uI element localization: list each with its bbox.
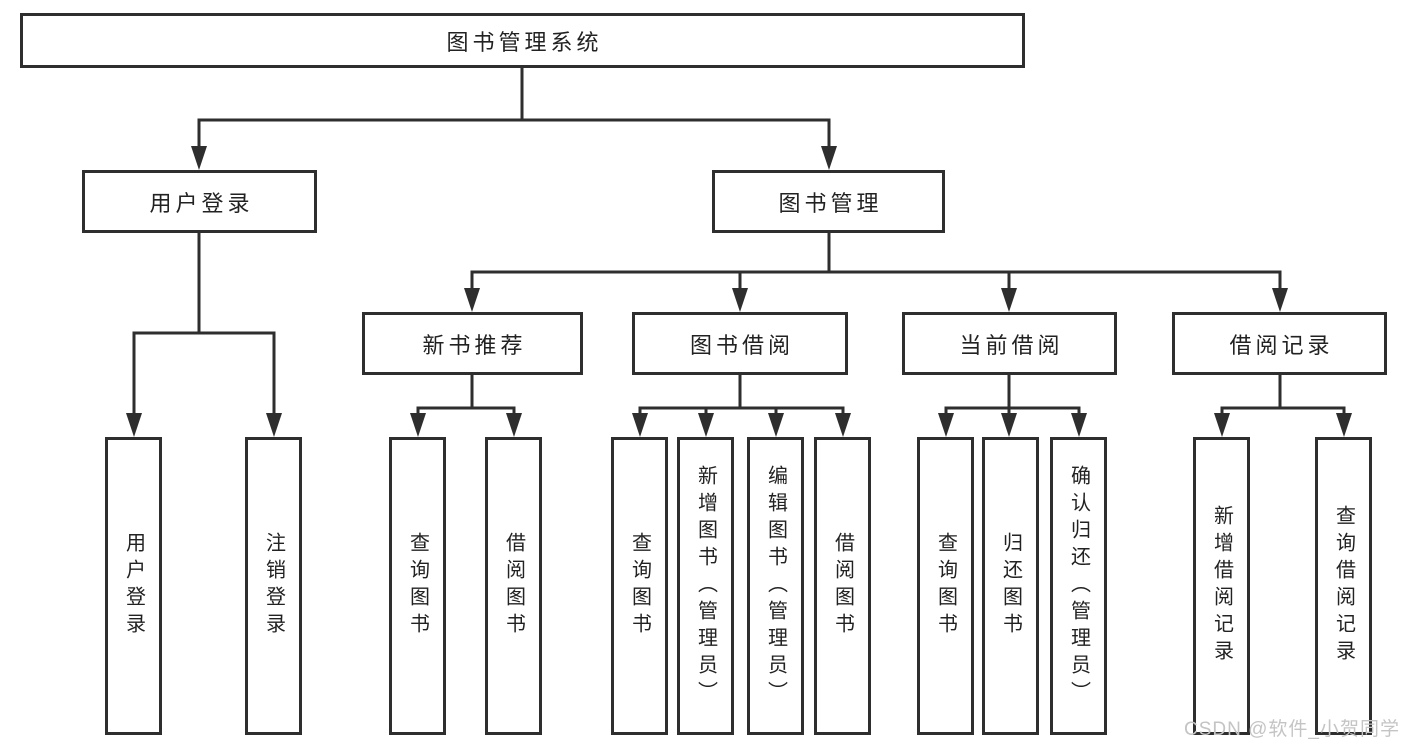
leaf-label: 归还图书 bbox=[999, 532, 1022, 640]
arrowhead bbox=[698, 413, 714, 437]
leaf-label: 注销登录 bbox=[262, 532, 285, 640]
arrowhead bbox=[821, 146, 837, 170]
leaf-add-borrow-record: 新增借阅记录 bbox=[1193, 437, 1250, 735]
arrowhead bbox=[126, 413, 142, 437]
leaf-label: 借阅图书 bbox=[502, 532, 525, 640]
leaf-edit-book-admin: 编辑图书（管理员） bbox=[747, 437, 804, 735]
node-label: 当前借阅 bbox=[959, 332, 1064, 358]
csdn-watermark: CSDN @软件_小贺同学 bbox=[1184, 719, 1400, 740]
leaf-add-book-admin: 新增图书（管理员） bbox=[677, 437, 734, 735]
leaf-borrow-books-borrow: 借阅图书 bbox=[814, 437, 871, 735]
connector-new-book-recommend-to-leaves bbox=[410, 375, 522, 437]
leaf-label: 新增借阅记录 bbox=[1210, 505, 1233, 667]
arrowhead bbox=[1336, 413, 1352, 437]
arrowhead bbox=[1272, 288, 1288, 312]
arrowhead bbox=[1001, 288, 1017, 312]
node-label: 新书推荐 bbox=[422, 332, 527, 358]
leaf-query-books-current: 查询图书 bbox=[917, 437, 974, 735]
leaf-label: 用户登录 bbox=[122, 532, 145, 640]
node-user-login: 用户登录 bbox=[82, 170, 317, 233]
arrowhead bbox=[266, 413, 282, 437]
leaf-label: 查询图书 bbox=[406, 532, 429, 640]
leaf-label: 编辑图书（管理员） bbox=[764, 464, 787, 708]
node-borrow-records: 借阅记录 bbox=[1172, 312, 1387, 375]
node-library-management-system: 图书管理系统 bbox=[20, 13, 1025, 68]
connector-borrow-records-to-leaves bbox=[1214, 375, 1352, 437]
node-label: 图书管理系统 bbox=[446, 29, 603, 55]
leaf-label: 查询借阅记录 bbox=[1332, 505, 1355, 667]
node-label: 用户登录 bbox=[149, 190, 254, 216]
arrowhead bbox=[506, 413, 522, 437]
connector-root-to-level2 bbox=[191, 68, 837, 170]
leaf-query-borrow-record: 查询借阅记录 bbox=[1315, 437, 1372, 735]
connector-current-borrow-to-leaves bbox=[938, 375, 1087, 437]
arrowhead bbox=[632, 413, 648, 437]
node-label: 借阅记录 bbox=[1229, 332, 1334, 358]
leaf-logout: 注销登录 bbox=[245, 437, 302, 735]
arrowhead bbox=[732, 288, 748, 312]
leaf-label: 查询图书 bbox=[628, 532, 651, 640]
leaf-return-book: 归还图书 bbox=[982, 437, 1039, 735]
arrowhead bbox=[191, 146, 207, 170]
arrowhead bbox=[1214, 413, 1230, 437]
leaf-borrow-books-recommend: 借阅图书 bbox=[485, 437, 542, 735]
arrowhead bbox=[938, 413, 954, 437]
node-new-book-recommend: 新书推荐 bbox=[362, 312, 583, 375]
node-label: 图书管理 bbox=[778, 190, 883, 216]
arrowhead bbox=[835, 413, 851, 437]
leaf-label: 确认归还（管理员） bbox=[1067, 464, 1090, 708]
node-current-borrow: 当前借阅 bbox=[902, 312, 1117, 375]
node-book-borrow: 图书借阅 bbox=[632, 312, 848, 375]
arrowhead bbox=[1071, 413, 1087, 437]
leaf-confirm-return-admin: 确认归还（管理员） bbox=[1050, 437, 1107, 735]
node-label: 图书借阅 bbox=[689, 332, 794, 358]
connector-user-login-to-leaves bbox=[126, 233, 282, 437]
arrowhead bbox=[768, 413, 784, 437]
node-book-management: 图书管理 bbox=[712, 170, 945, 233]
leaf-label: 借阅图书 bbox=[831, 532, 854, 640]
leaf-user-login: 用户登录 bbox=[105, 437, 162, 735]
connector-book-management-to-level3 bbox=[464, 233, 1288, 312]
leaf-query-books-borrow: 查询图书 bbox=[611, 437, 668, 735]
leaf-label: 新增图书（管理员） bbox=[694, 464, 717, 708]
arrowhead bbox=[410, 413, 426, 437]
leaf-query-books-recommend: 查询图书 bbox=[389, 437, 446, 735]
arrowhead bbox=[464, 288, 480, 312]
arrowhead bbox=[1001, 413, 1017, 437]
leaf-label: 查询图书 bbox=[934, 532, 957, 640]
connector-book-borrow-to-leaves bbox=[632, 375, 851, 437]
